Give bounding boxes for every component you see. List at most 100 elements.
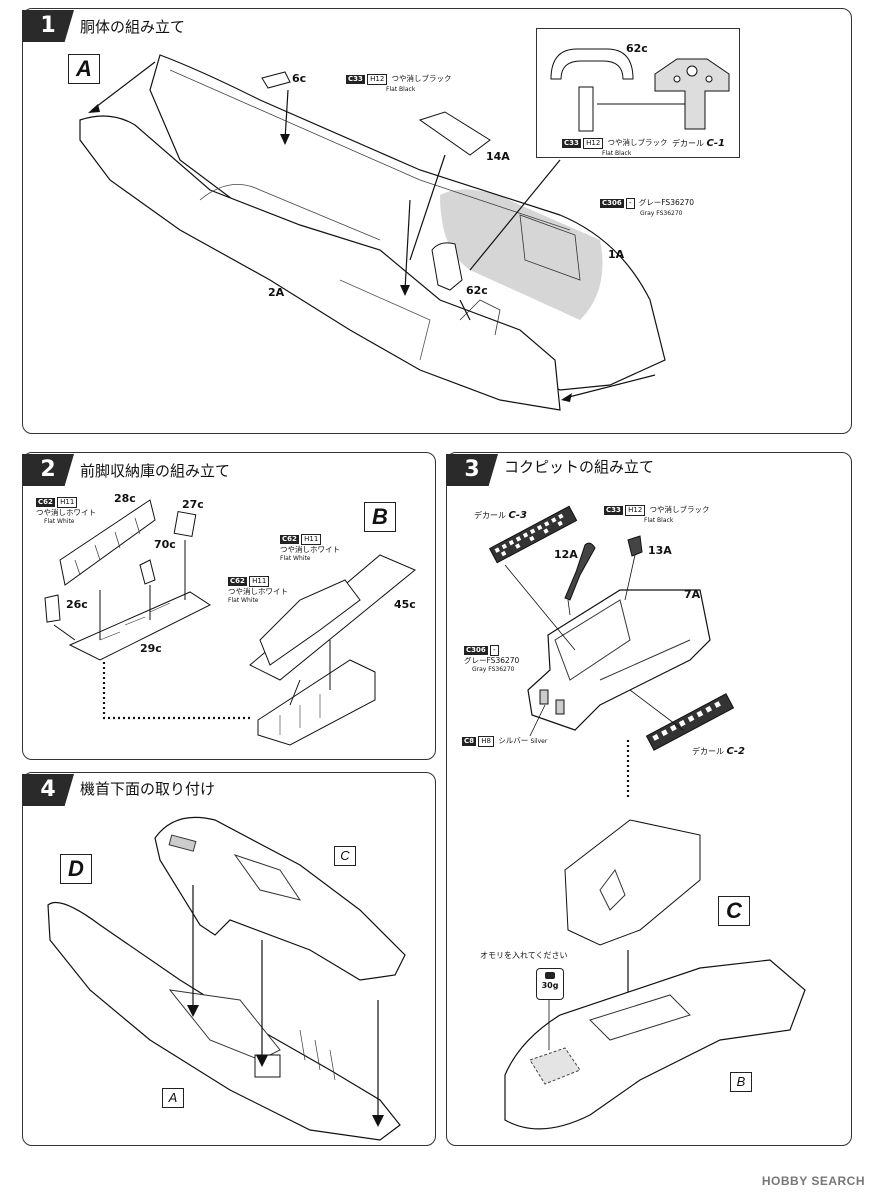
decal-label-c2: デカール C-2 — [692, 746, 745, 757]
assembled-bay-shape — [257, 659, 376, 746]
part-62c-shape — [431, 242, 463, 291]
assembled-cockpit-shape — [564, 819, 701, 946]
paint-code-h: H12 — [583, 138, 604, 149]
paint-callout-black-1: C33 H12 つや消しブラック Flat Black — [346, 74, 452, 94]
instrument-panel-drawing — [550, 48, 730, 132]
step1-letter-a: A — [68, 54, 100, 84]
paint-name-en: Flat White — [44, 518, 75, 525]
decal-label-c3: デカール C-3 — [474, 510, 527, 521]
paint-name-en: Flat Black — [602, 150, 632, 157]
part-label-a: A — [162, 1088, 184, 1108]
decal-prefix: デカール — [692, 747, 724, 756]
step3-number: 3 — [446, 454, 498, 486]
step2-letter-b: B — [364, 502, 396, 532]
step4-title: 機首下面の取り付け — [80, 780, 216, 798]
nose-part-b-shape — [504, 959, 806, 1130]
part-label-14a: 14A — [486, 150, 510, 163]
paint-name-en: Flat White — [280, 555, 311, 562]
paint-code-h: H8 — [478, 736, 494, 747]
paint-code-c: C33 — [604, 506, 623, 515]
decal-c2-sheet — [645, 693, 735, 751]
part-label-29c: 29c — [140, 642, 162, 655]
paint-callout-black-inset: C33 H12 つや消しブラック Flat Black — [562, 138, 668, 158]
part-label-13a: 13A — [648, 544, 672, 557]
paint-callout-gray-1: C306 - グレーFS36270 Gray FS36270 — [600, 198, 694, 218]
part-label-70c: 70c — [154, 538, 176, 551]
paint-code-c: C306 — [600, 199, 624, 208]
paint-code-h: H11 — [57, 497, 78, 508]
paint-code-c: C62 — [280, 535, 299, 544]
decal-code: C-3 — [508, 510, 527, 521]
paint-code-h: H11 — [301, 534, 322, 545]
paint-name-ja: つや消しホワイト — [280, 545, 340, 554]
paint-code-c: C62 — [36, 498, 55, 507]
paint-name-ja: グレーFS36270 — [638, 198, 695, 207]
paint-code-c: C33 — [346, 75, 365, 84]
paint-name-ja: つや消しホワイト — [36, 508, 96, 517]
step3-letter-c: C — [718, 896, 750, 926]
part-label-6c: 6c — [292, 72, 307, 85]
paint-code-h: - — [489, 645, 499, 656]
paint-code-c: C33 — [562, 139, 581, 148]
paint-code-c: C62 — [228, 577, 247, 586]
part-label-1a: 1A — [608, 248, 625, 261]
part-7a-shape — [527, 589, 711, 731]
decal-c3-sheet — [488, 505, 578, 564]
part-70c-shape — [139, 559, 156, 585]
paint-name-en: Silver — [530, 738, 548, 745]
part-label-c: C — [334, 846, 356, 866]
part-label-62c: 62c — [466, 284, 488, 297]
weight-note: オモリを入れてください — [480, 951, 568, 960]
paint-callout-white-3: C62 H11 つや消しホワイト Flat White — [280, 534, 340, 563]
paint-name-ja: シルバー — [498, 736, 529, 745]
paint-code-c: C306 — [464, 646, 488, 655]
part-label-2a: 2A — [268, 286, 285, 299]
decal-prefix: デカール — [672, 139, 704, 148]
paint-name-ja: グレーFS36270 — [464, 656, 520, 665]
weight-knob-icon — [545, 972, 555, 979]
part-13a-shape — [627, 535, 643, 557]
decal-prefix: デカール — [474, 511, 506, 520]
paint-callout-white-2: C62 H11 つや消しホワイト Flat White — [228, 576, 288, 605]
step1-title: 胴体の組み立て — [80, 18, 186, 36]
part-label-b: B — [730, 1072, 752, 1092]
paint-callout-gray-3: C306 - グレーFS36270 Gray FS36270 — [464, 645, 519, 674]
part-28c-shape — [59, 499, 156, 586]
paint-name-en: Flat White — [228, 597, 259, 604]
paint-name-en: Gray FS36270 — [640, 210, 683, 217]
weight-location-shape — [529, 1047, 581, 1085]
decal-label-c1: デカール C-1 — [672, 138, 725, 149]
paint-code-h: H12 — [367, 74, 388, 85]
paint-name-ja: つや消しブラック — [391, 74, 452, 83]
paint-code-c: C8 — [462, 737, 477, 746]
part-6c-shape — [261, 71, 291, 89]
weight-icon: 30g — [536, 968, 564, 1000]
part-26c-shape — [44, 594, 61, 623]
paint-code-h: - — [625, 198, 635, 209]
hobby-search-watermark: HOBBY SEARCH — [761, 1174, 865, 1188]
part-c-shape — [154, 816, 406, 981]
paint-name-ja: つや消しブラック — [649, 505, 710, 514]
step3-title: コクピットの組み立て — [504, 458, 655, 476]
fuselage-half-1a — [149, 54, 666, 391]
part-label-12a: 12A — [554, 548, 578, 561]
part-label-7a: 7A — [684, 588, 701, 601]
step1-number: 1 — [22, 10, 74, 42]
step4-letter-d: D — [60, 854, 92, 884]
weight-value: 30g — [541, 981, 559, 990]
decal-code: C-2 — [726, 746, 745, 757]
part-label-28c: 28c — [114, 492, 136, 505]
paint-code-h: H11 — [249, 576, 270, 587]
paint-name-en: Flat Black — [386, 86, 416, 93]
paint-name-ja: つや消しホワイト — [228, 587, 288, 596]
paint-callout-white-1: C62 H11 つや消しホワイト Flat White — [36, 497, 96, 526]
decal-code: C-1 — [706, 138, 725, 149]
part-label-45c: 45c — [394, 598, 416, 611]
fuselage-half-2a — [79, 115, 561, 411]
paint-name-en: Gray FS36270 — [472, 666, 515, 673]
part-12a-shape — [564, 542, 596, 601]
